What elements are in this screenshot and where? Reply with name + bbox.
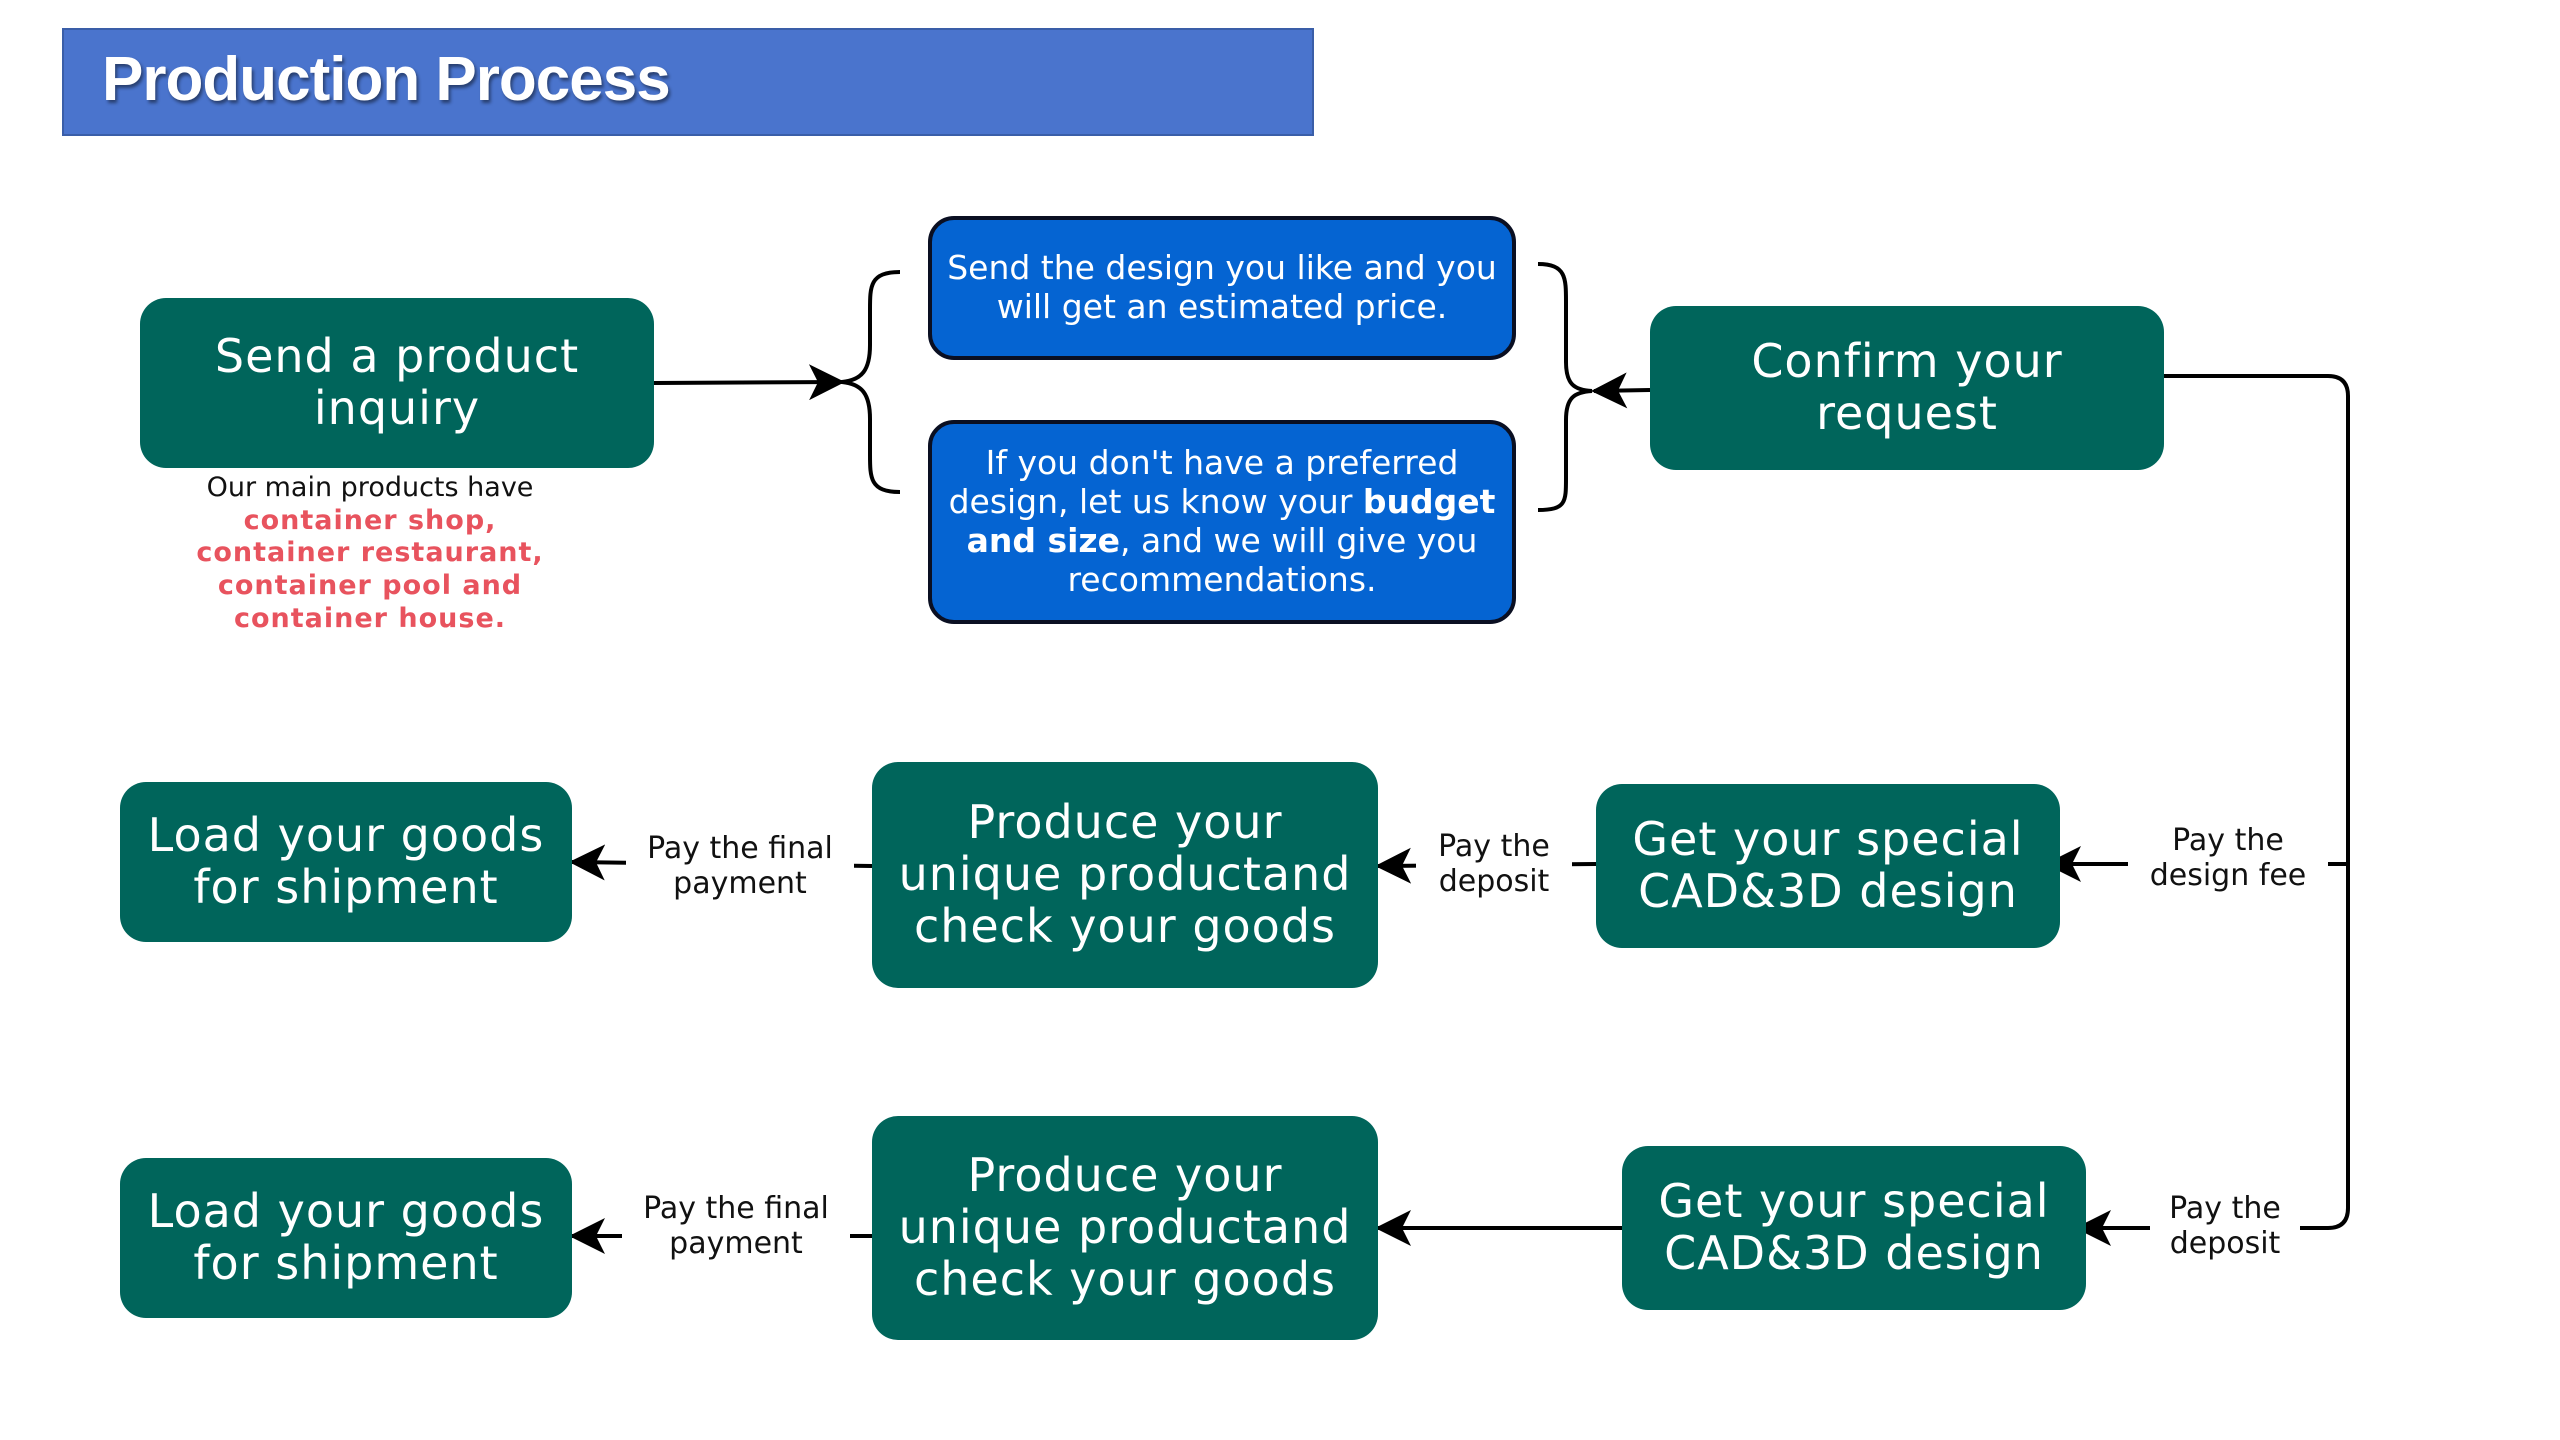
products-note-item: container house. [233, 602, 507, 634]
edge-label-deposit-b: Pay the deposit [2150, 1191, 2300, 1261]
edge-label-deposit-a: Pay the deposit [1416, 829, 1572, 899]
step-inquiry-label: Send a product inquiry [214, 329, 580, 435]
step-cad-a-label: Get your special CAD&3D design [1632, 812, 2024, 918]
products-note-item: container pool and [217, 569, 523, 601]
step-cad-a: Get your special CAD&3D design [1596, 784, 2060, 948]
left-brace [841, 270, 901, 494]
edge-label-final-b: Pay the final payment [622, 1191, 850, 1261]
option-recommendations-suffix: , and we will give you recommendations. [1067, 521, 1478, 599]
option-send-design-label: Send the design you like and you will ge… [947, 248, 1497, 326]
step-cad-b: Get your special CAD&3D design [1622, 1146, 2086, 1310]
option-recommendations-bold: budget and size [966, 482, 1496, 560]
step-confirm: Confirm your request [1650, 306, 2164, 470]
step-load-b: Load your goods for shipment [120, 1158, 572, 1318]
step-produce-b-label: Produce your unique productand check you… [898, 1148, 1352, 1306]
edge-label-final-a: Pay the final payment [626, 831, 854, 901]
edge-label-design-fee: Pay the design fee [2128, 823, 2328, 893]
step-produce-a-label: Produce your unique productand check you… [898, 795, 1352, 953]
step-produce-b: Produce your unique productand check you… [872, 1116, 1378, 1340]
title-banner: Production Process [62, 28, 1314, 136]
page-title: Production Process [102, 45, 671, 114]
step-inquiry: Send a product inquiry [140, 298, 654, 468]
option-send-design: Send the design you like and you will ge… [928, 216, 1516, 360]
option-recommendations-label: If you don't have a preferred design, le… [937, 443, 1507, 600]
products-note-item: container restaurant, [196, 537, 544, 569]
products-note-item: container shop, [243, 504, 497, 536]
products-note: Our main products have container shop, c… [170, 472, 570, 635]
step-load-a: Load your goods for shipment [120, 782, 572, 942]
option-recommendations: If you don't have a preferred design, le… [928, 420, 1516, 624]
right-brace [1537, 262, 1593, 512]
step-load-a-label: Load your goods for shipment [147, 808, 545, 914]
step-confirm-label: Confirm your request [1751, 334, 2063, 440]
arrow-confirm-to-options [1591, 372, 1651, 409]
step-produce-a: Produce your unique productand check you… [872, 762, 1378, 988]
option-recommendations-prefix: If you don't have a preferred design, le… [948, 443, 1459, 522]
step-cad-b-label: Get your special CAD&3D design [1658, 1174, 2050, 1280]
trunk-line [2164, 374, 2350, 1230]
products-note-intro: Our main products have [206, 472, 534, 503]
step-load-b-label: Load your goods for shipment [147, 1184, 545, 1290]
arrow-inquiry-to-options [653, 364, 845, 401]
